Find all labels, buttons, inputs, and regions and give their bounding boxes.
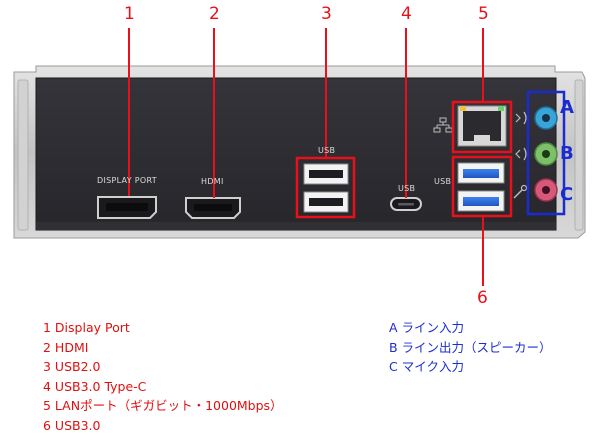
- port-legend: 1 Display Port 2 HDMI 3 USB2.0 4 USB3.0 …: [43, 318, 283, 435]
- legend-item: 6 USB3.0: [43, 416, 283, 436]
- hdmi-port: [186, 198, 240, 218]
- legend-item: 1 Display Port: [43, 318, 283, 338]
- callout-3: 3: [321, 4, 332, 24]
- callout-4: 4: [401, 4, 412, 24]
- io-shield-diagram: [0, 0, 600, 300]
- usb-type-c-port: [391, 198, 421, 210]
- lan-port: [458, 106, 506, 146]
- legend-item: 5 LANポート（ギガビット・1000Mbps）: [43, 396, 283, 416]
- displayport-port: [98, 197, 156, 218]
- legend-item: C マイク入力: [389, 357, 552, 377]
- audio-letter-c: C: [560, 184, 573, 205]
- callout-5: 5: [478, 4, 489, 24]
- hdmi-label: HDMI: [201, 177, 224, 186]
- callout-6: 6: [477, 288, 488, 308]
- legend-item: 3 USB2.0: [43, 357, 283, 377]
- audio-legend: A ライン入力 B ライン出力（スピーカー） C マイク入力: [389, 318, 552, 377]
- displayport-label: DISPLAY PORT: [97, 176, 157, 185]
- legend-item: 4 USB3.0 Type-C: [43, 377, 283, 397]
- audio-letter-a: A: [560, 97, 574, 118]
- legend-item: A ライン入力: [389, 318, 552, 338]
- callout-2: 2: [209, 4, 220, 24]
- audio-jacks: [535, 107, 557, 201]
- usb2-label: USB: [318, 146, 335, 155]
- callout-1: 1: [124, 4, 135, 24]
- audio-letter-b: B: [560, 143, 574, 164]
- usb3-label: USB: [434, 177, 451, 186]
- usb-c-label: USB: [398, 184, 415, 193]
- legend-item: B ライン出力（スピーカー）: [389, 338, 552, 358]
- legend-item: 2 HDMI: [43, 338, 283, 358]
